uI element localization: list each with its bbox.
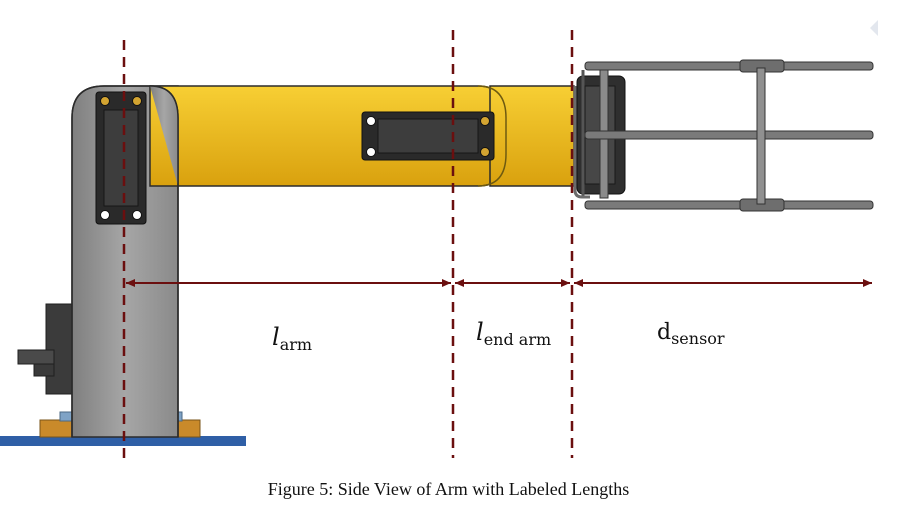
label-arm: larm [272, 323, 312, 354]
gripper-assembly [573, 59, 874, 212]
elbow-servo [361, 111, 495, 161]
label-arm-sub: arm [280, 335, 312, 354]
label-sensor-sub: sensor [671, 329, 725, 348]
figure-caption: Figure 5: Side View of Arm with Labeled … [267, 479, 630, 499]
corner-triangle-icon [870, 20, 878, 36]
base-motor [17, 303, 77, 395]
label-sensor: dsensor [657, 320, 725, 348]
label-end-arm-main: l [476, 318, 484, 346]
label-sensor-main: d [657, 320, 671, 345]
shoulder-servo [95, 91, 147, 225]
label-arm-main: l [272, 323, 280, 351]
label-end-arm-sub: end arm [484, 330, 551, 349]
label-end-arm: lend arm [476, 318, 551, 349]
